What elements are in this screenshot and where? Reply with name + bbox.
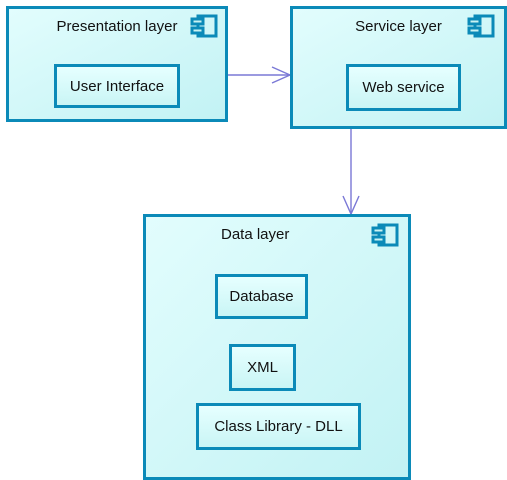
component-icon [190, 14, 218, 38]
user-interface-node[interactable]: User Interface [54, 64, 180, 108]
web-service-node[interactable]: Web service [346, 64, 461, 111]
data-layer[interactable]: Data layer Database XML Class Library - … [143, 214, 411, 480]
xml-node[interactable]: XML [229, 344, 296, 391]
class-library-dll-node[interactable]: Class Library - DLL [196, 403, 361, 450]
service-layer[interactable]: Service layer Web service [290, 6, 507, 129]
arrow-ui-to-web-service [228, 66, 292, 84]
user-interface-label: User Interface [69, 77, 165, 95]
database-node[interactable]: Database [215, 274, 308, 319]
presentation-layer[interactable]: Presentation layer User Interface [6, 6, 228, 122]
xml-label: XML [247, 359, 278, 376]
data-layer-title: Data layer [221, 226, 290, 243]
presentation-layer-title: Presentation layer [56, 18, 178, 35]
web-service-label: Web service [362, 79, 445, 96]
component-icon [467, 14, 495, 38]
component-icon [371, 223, 399, 247]
database-label: Database [229, 288, 294, 305]
arrow-service-to-data [342, 129, 360, 216]
class-library-dll-label: Class Library - DLL [214, 418, 343, 435]
service-layer-title: Service layer [355, 18, 442, 35]
